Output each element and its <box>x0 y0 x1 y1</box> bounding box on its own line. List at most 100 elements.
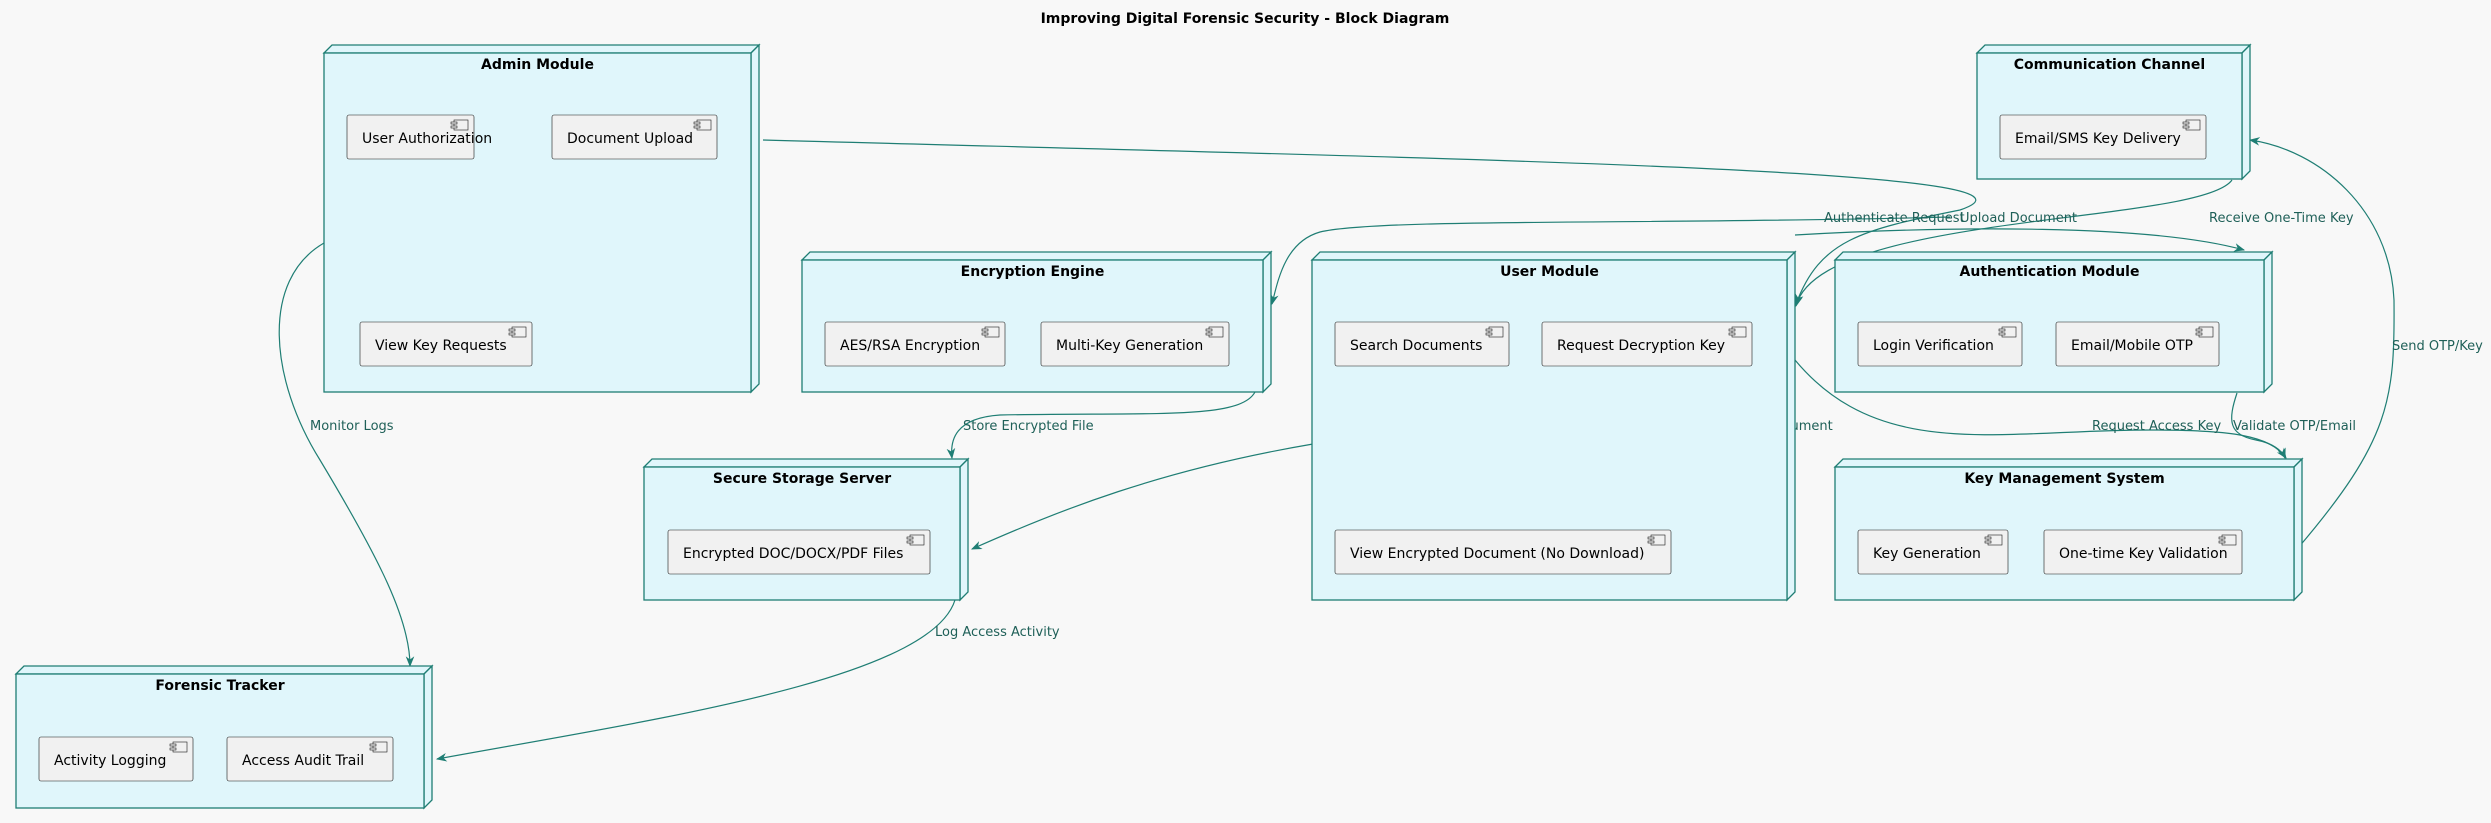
component-icon <box>1647 534 1666 546</box>
node-encryption-side-face <box>1262 250 1272 394</box>
edge-admin-to-encryption <box>1270 216 1951 306</box>
component-icon <box>1485 326 1504 338</box>
component-auth-1: Email/Mobile OTP <box>2055 321 2220 367</box>
component-encryption-1: Multi-Key Generation <box>1040 321 1230 367</box>
component-box <box>1999 114 2207 160</box>
label-store-encrypted: Store Encrypted File <box>963 419 1094 434</box>
node-comm-top-face <box>1975 44 2252 54</box>
component-label: AES/RSA Encryption <box>840 338 980 354</box>
label-request-access-key: Request Access Key <box>2092 419 2221 434</box>
component-icon <box>1205 326 1224 338</box>
edge-encryption-to-storage <box>946 391 1256 460</box>
label-authenticate-request: Authenticate Request <box>1824 211 1965 226</box>
component-icon <box>2195 326 2214 338</box>
node-auth-title: Authentication Module <box>1960 264 2140 280</box>
edge-user-to-kms <box>1794 359 2287 459</box>
component-icon <box>1998 326 2017 338</box>
node-forensic-side-face <box>423 664 433 810</box>
component-encryption-0: AES/RSA Encryption <box>824 321 1006 367</box>
component-label: Search Documents <box>1350 338 1482 354</box>
node-comm-side-face <box>2241 43 2251 181</box>
node-user-title: User Module <box>1500 264 1599 280</box>
node-kms-title: Key Management System <box>1964 471 2164 487</box>
node-storage-side-face <box>959 457 969 602</box>
component-label: One-time Key Validation <box>2059 546 2228 562</box>
node-encryption-top-face <box>800 251 1273 261</box>
node-user-top-face <box>1310 251 1797 261</box>
node-forensic-top-face <box>14 665 434 675</box>
component-box <box>1334 529 1672 575</box>
label-send-otp: Send OTP/Key <box>2392 339 2483 354</box>
component-icon <box>981 326 1000 338</box>
component-box <box>1541 321 1753 367</box>
node-encryption-title: Encryption Engine <box>961 264 1105 280</box>
component-icon <box>450 119 469 131</box>
node-kms-top-face <box>1833 458 2304 468</box>
node-storage-top-face <box>642 458 970 468</box>
node-auth-side-face <box>2263 250 2273 394</box>
edge-storage-to-forensic <box>435 599 956 762</box>
component-box <box>2043 529 2243 575</box>
component-label: Request Decryption Key <box>1557 338 1725 354</box>
component-box <box>346 114 475 160</box>
component-label: Login Verification <box>1873 338 1994 354</box>
component-label: Encrypted DOC/DOCX/PDF Files <box>683 546 903 562</box>
label-monitor-logs: Monitor Logs <box>310 419 394 434</box>
edge-comm-to-user <box>1794 179 2233 308</box>
node-kms-side-face <box>2293 457 2303 602</box>
edge-admin-to-user <box>762 139 1977 306</box>
node-user-side-face <box>1786 250 1796 602</box>
component-label: Activity Logging <box>54 753 166 769</box>
component-icon <box>693 119 712 131</box>
component-forensic-0: Activity Logging <box>38 736 194 782</box>
component-label: View Encrypted Document (No Download) <box>1350 546 1644 562</box>
component-box <box>226 736 394 782</box>
component-icon <box>906 534 925 546</box>
node-forensic-title: Forensic Tracker <box>155 678 284 694</box>
component-box <box>38 736 194 782</box>
component-comm-0: Email/SMS Key Delivery <box>1999 114 2207 160</box>
component-icon <box>1984 534 2003 546</box>
node-admin-title: Admin Module <box>481 57 594 73</box>
component-label: Access Audit Trail <box>242 753 364 769</box>
edges <box>278 137 2395 762</box>
component-label: Multi-Key Generation <box>1056 338 1203 354</box>
edge-auth-to-kms <box>2231 392 2286 460</box>
component-box <box>359 321 533 367</box>
component-storage-0: Encrypted DOC/DOCX/PDF Files <box>667 529 931 575</box>
label-receive-key: Receive One-Time Key <box>2209 211 2354 226</box>
component-label: View Key Requests <box>375 338 507 354</box>
component-label: Key Generation <box>1873 546 1981 562</box>
component-label: Email/SMS Key Delivery <box>2015 131 2181 147</box>
node-storage-title: Secure Storage Server <box>713 471 891 487</box>
component-box <box>1857 321 2023 367</box>
node-comm-title: Communication Channel <box>2014 57 2205 73</box>
component-admin-0: User Authorization <box>346 114 492 160</box>
component-kms-1: One-time Key Validation <box>2043 529 2243 575</box>
component-icon <box>369 741 388 753</box>
component-box <box>2055 321 2220 367</box>
label-validate-otp: Validate OTP/Email <box>2233 419 2356 434</box>
node-auth-top-face <box>1833 251 2274 261</box>
component-user-1: Request Decryption Key <box>1541 321 1753 367</box>
component-user-2: View Encrypted Document (No Download) <box>1334 529 1672 575</box>
component-icon <box>1728 326 1747 338</box>
component-admin-1: Document Upload <box>551 114 718 160</box>
component-admin-2: View Key Requests <box>359 321 533 367</box>
component-icon <box>2182 119 2201 131</box>
component-box <box>667 529 931 575</box>
component-auth-0: Login Verification <box>1857 321 2023 367</box>
label-upload-document: Upload Document <box>1960 211 2077 226</box>
component-box <box>551 114 718 160</box>
diagram-title: Improving Digital Forensic Security - Bl… <box>1041 11 1450 27</box>
component-icon <box>2218 534 2237 546</box>
edge-user-to-storage <box>971 443 1314 550</box>
component-icon <box>169 741 188 753</box>
